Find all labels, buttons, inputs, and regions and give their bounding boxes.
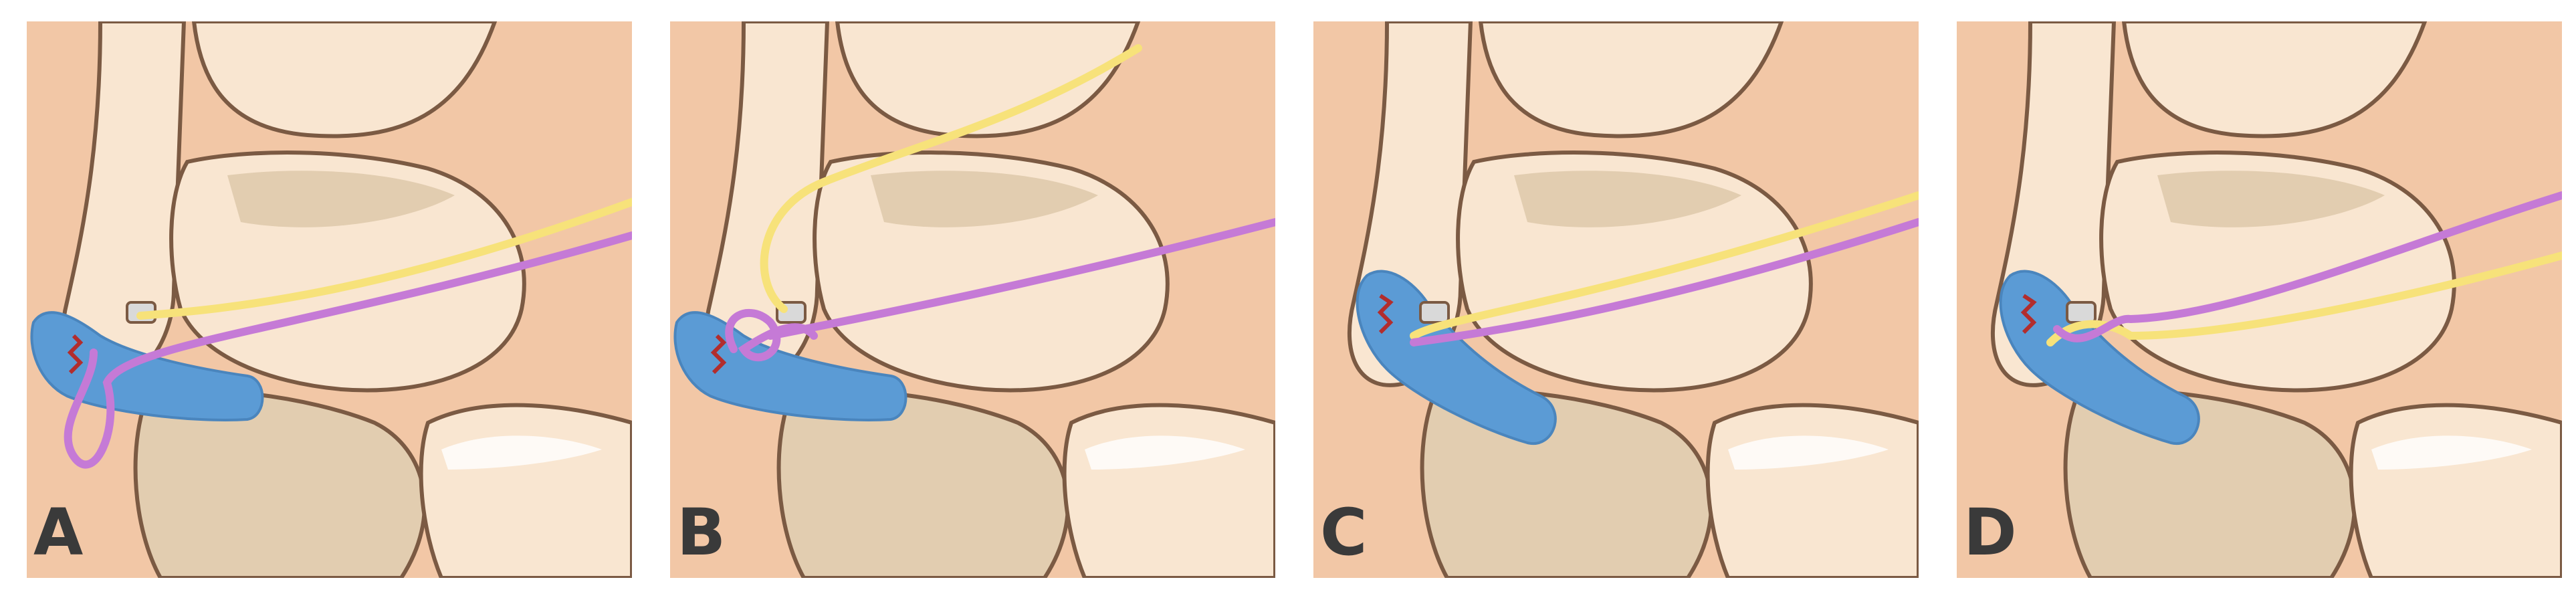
bone-highlight bbox=[441, 435, 602, 470]
panel-label-d: D bbox=[1963, 495, 2017, 570]
panel-label-c: C bbox=[1320, 495, 1368, 570]
panel-c: C bbox=[1313, 21, 1919, 578]
tendon-repair-line bbox=[1377, 294, 1394, 334]
anatomy bbox=[1313, 21, 1919, 578]
panel-c-illustration bbox=[1313, 21, 1919, 578]
talus-shade bbox=[1514, 171, 1741, 227]
cuboid bbox=[2349, 403, 2562, 578]
suture-purple bbox=[2053, 191, 2562, 342]
panel-label-b: B bbox=[677, 495, 726, 570]
suture-yellow bbox=[136, 198, 632, 320]
tendon-repair-line bbox=[710, 334, 727, 375]
tendon-repair-line bbox=[2020, 294, 2037, 334]
tibia bbox=[191, 21, 498, 138]
anatomy bbox=[27, 21, 632, 578]
anatomy bbox=[670, 21, 1275, 578]
tibia bbox=[1478, 21, 1784, 138]
cuboid bbox=[1705, 403, 1919, 578]
bone-highlight bbox=[1728, 435, 1889, 470]
peroneal-tendon bbox=[30, 311, 264, 421]
panel-a-illustration bbox=[27, 21, 632, 578]
tendon-repair-line bbox=[67, 334, 84, 375]
suture-yellow bbox=[1410, 191, 1919, 340]
panel-b: B bbox=[670, 21, 1275, 578]
cuboid bbox=[419, 403, 632, 578]
suture-yellow bbox=[760, 44, 1142, 313]
bone-highlight bbox=[2371, 435, 2532, 470]
panel-a: A bbox=[27, 21, 632, 578]
suture-anchor bbox=[2066, 301, 2097, 324]
suture-anchor bbox=[1419, 301, 1450, 324]
anchor-body bbox=[1419, 301, 1450, 324]
panel-label-a: A bbox=[33, 495, 84, 570]
suture-purple bbox=[766, 218, 1275, 340]
tibia bbox=[2121, 21, 2428, 138]
anchor-body bbox=[2066, 301, 2097, 324]
suture-purple bbox=[64, 231, 632, 469]
bone-highlight bbox=[1085, 435, 1245, 470]
suture-purple bbox=[1410, 218, 1919, 346]
talus-shade bbox=[871, 171, 1098, 227]
cuboid bbox=[1062, 403, 1275, 578]
panel-d: D bbox=[1957, 21, 2562, 578]
talus-shade bbox=[2157, 171, 2385, 227]
panel-b-illustration bbox=[670, 21, 1275, 578]
panel-d-illustration bbox=[1957, 21, 2562, 578]
talus-shade bbox=[227, 171, 455, 227]
suture-yellow bbox=[2046, 252, 2562, 346]
